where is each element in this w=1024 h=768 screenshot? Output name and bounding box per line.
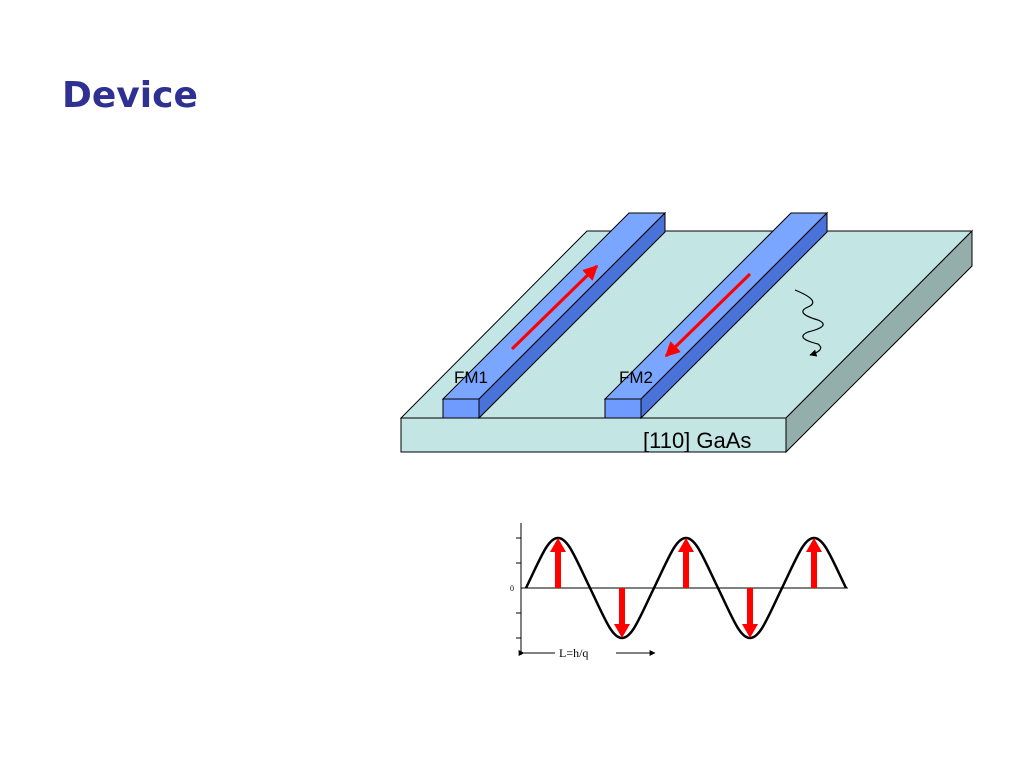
spin-up-arrow (550, 538, 566, 588)
slide-title: Device (62, 75, 198, 116)
device-schematic: FM1 FM2 [110] GaAs (399, 211, 974, 454)
origin-label: 0 (510, 584, 514, 593)
y-axis-ticks (516, 537, 521, 639)
fm1-stripe (441, 211, 667, 420)
spin-down-arrow (614, 588, 630, 638)
spin-up-arrow (678, 538, 694, 588)
spin-wave-plot: 0 L=h/q (510, 523, 848, 660)
fm2-magnetization-arrow (664, 272, 752, 358)
fm2-stripe (603, 211, 829, 420)
light-wave-icon (794, 289, 824, 357)
spin-arrows (550, 538, 822, 638)
fm1-magnetization-arrow (510, 264, 599, 351)
substrate-right-face (785, 229, 973, 454)
fm1-label: FM1 (454, 368, 488, 387)
fm2-label: FM2 (619, 368, 653, 387)
substrate-label: [110] GaAs (643, 428, 751, 453)
spin-down-arrow (742, 588, 758, 638)
spin-up-arrow (806, 538, 822, 588)
wavelength-label: L=h/q (559, 646, 588, 660)
